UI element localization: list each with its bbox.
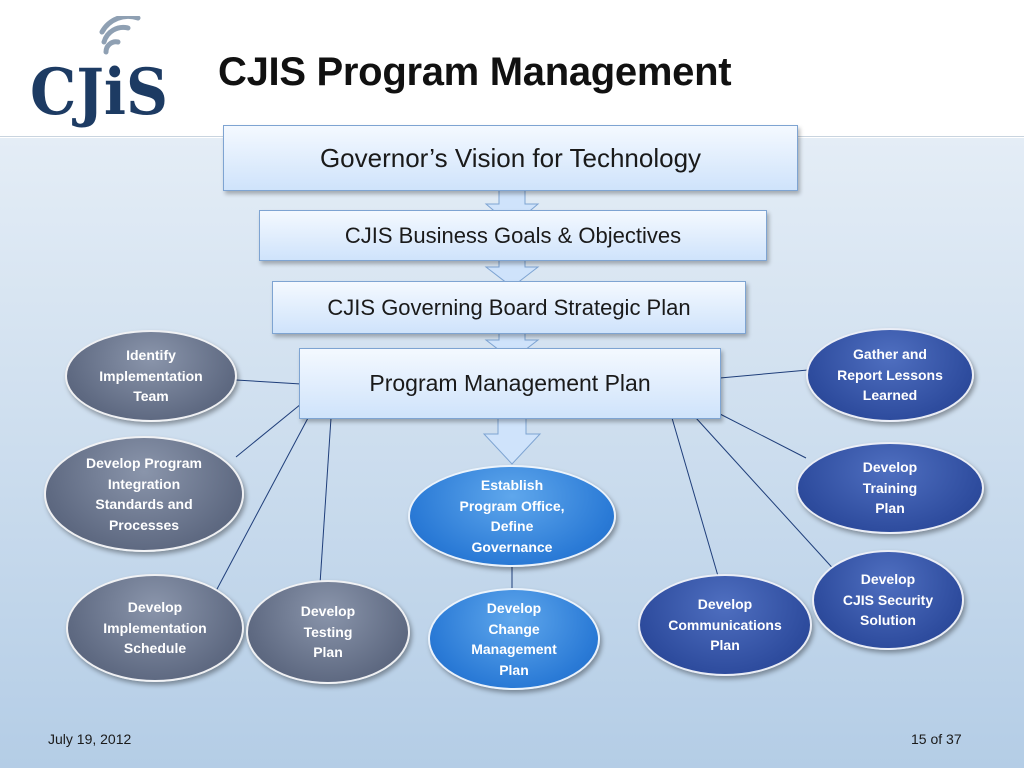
develop-training-node: Develop Training Plan	[796, 442, 984, 534]
node-line: Implementation	[103, 619, 207, 636]
strategic-plan-box: CJIS Governing Board Strategic Plan	[272, 281, 746, 334]
strategic-plan-label: CJIS Governing Board Strategic Plan	[327, 294, 691, 320]
node-line: Team	[133, 388, 169, 405]
node-line: Plan	[710, 637, 740, 654]
node-line: Plan	[499, 661, 529, 678]
slide-header	[0, 0, 1024, 137]
page-number: 15 of 37	[911, 731, 962, 747]
connector-line	[671, 417, 719, 577]
node-line: Processes	[108, 516, 180, 533]
connector-line	[719, 369, 809, 379]
node-line: CJIS Security	[842, 591, 934, 608]
footer-date: July 19, 2012	[48, 731, 132, 747]
node-line: Establish	[480, 477, 544, 493]
node-line: Solution	[859, 612, 916, 629]
develop-change-management-node: Develop Change Management Plan	[428, 588, 600, 690]
business-goals-label: CJIS Business Goals & Objectives	[344, 222, 682, 248]
node-line: Develop Program	[86, 455, 202, 471]
business-goals-box: CJIS Business Goals & Objectives	[259, 210, 767, 261]
develop-security-node: Develop CJIS Security Solution	[812, 550, 964, 650]
node-line: Training	[862, 479, 918, 496]
node-line: Governance	[471, 538, 553, 555]
node-line: Learned	[862, 387, 918, 404]
node-line: Schedule	[123, 640, 187, 657]
connector-line	[235, 403, 302, 458]
down-arrow-icon	[482, 414, 542, 465]
connector-line	[695, 417, 839, 575]
node-line: Identify	[126, 347, 176, 364]
program-management-plan-box: Program Management Plan	[299, 348, 721, 419]
node-line: Testing	[303, 623, 353, 640]
connector-line	[235, 379, 302, 385]
node-line: Integration	[107, 475, 181, 492]
node-line: Develop	[300, 603, 356, 620]
node-line: Plan	[313, 644, 343, 661]
connector-line	[719, 413, 807, 459]
node-line: Develop	[697, 596, 753, 613]
program-management-plan-label: Program Management Plan	[369, 370, 651, 396]
develop-standards-node: Develop Program Integration Standards an…	[44, 436, 244, 552]
node-line: Gather and	[853, 346, 927, 363]
page-title: CJIS Program Management	[218, 50, 732, 94]
connector-line	[215, 417, 309, 592]
node-line: Report Lessons	[837, 366, 943, 383]
governor-vision-box: Governor’s Vision for Technology	[223, 125, 798, 191]
develop-communications-node: Develop Communications Plan	[638, 574, 812, 676]
node-line: Develop	[486, 600, 542, 616]
node-line: Program Office,	[459, 497, 565, 514]
develop-testing-node: Develop Testing Plan	[246, 580, 410, 684]
node-line: Develop	[860, 571, 916, 588]
node-line: Management	[471, 641, 557, 657]
gather-lessons-node: Gather and Report Lessons Learned	[806, 328, 974, 422]
identify-team-node: Identify Implementation Team	[65, 330, 237, 422]
node-line: Plan	[875, 500, 905, 517]
signal-waves-icon	[99, 16, 141, 55]
node-line: Change	[488, 620, 540, 637]
connector-line	[319, 417, 332, 585]
node-line: Develop	[862, 459, 918, 476]
establish-office-node: Establish Program Office, Define Governa…	[408, 465, 616, 567]
develop-schedule-node: Develop Implementation Schedule	[66, 574, 244, 682]
node-line: Define	[490, 518, 534, 534]
governor-vision-label: Governor’s Vision for Technology	[319, 142, 702, 173]
cjis-logo-text: CJiS	[30, 55, 168, 128]
node-line: Communications	[668, 616, 782, 633]
cjis-logo: CJiS	[30, 16, 168, 128]
node-line: Implementation	[99, 367, 203, 384]
node-line: Standards and	[95, 496, 193, 512]
node-line: Develop	[127, 599, 183, 616]
